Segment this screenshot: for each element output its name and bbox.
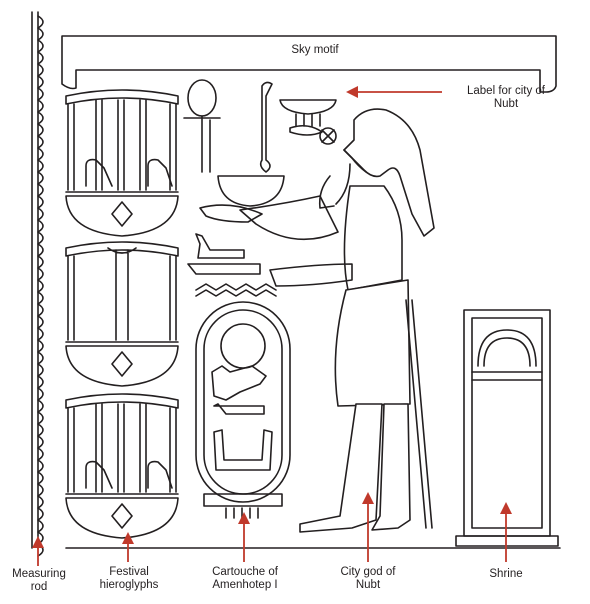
label-cartouche: Cartouche of Amenhotep I: [212, 566, 278, 591]
label-measuring-rod: Measuring rod: [12, 568, 66, 593]
cartouche-amenhotep-i: [195, 301, 291, 519]
label-city-of-nubt: Label for city of Nubt: [467, 85, 545, 110]
sky-motif: [61, 35, 557, 93]
measuring-rod: [31, 11, 44, 557]
offering-hieroglyphs: [183, 79, 285, 297]
label-city-god: City god of Nubt: [340, 566, 396, 591]
festival-hieroglyph-2: [65, 241, 179, 387]
label-sky-motif: Sky motif: [291, 44, 339, 56]
nubt-city-label-glyphs: [279, 99, 337, 145]
label-shrine: Shrine: [489, 568, 523, 580]
festival-hieroglyph-3: [65, 393, 179, 539]
annotation-arrows: [32, 86, 512, 566]
festival-hieroglyph-1: [65, 89, 179, 237]
shrine: [455, 309, 559, 547]
label-festival-hieroglyphs: Festival hieroglyphs: [99, 566, 159, 591]
city-god-figure: [239, 108, 435, 533]
